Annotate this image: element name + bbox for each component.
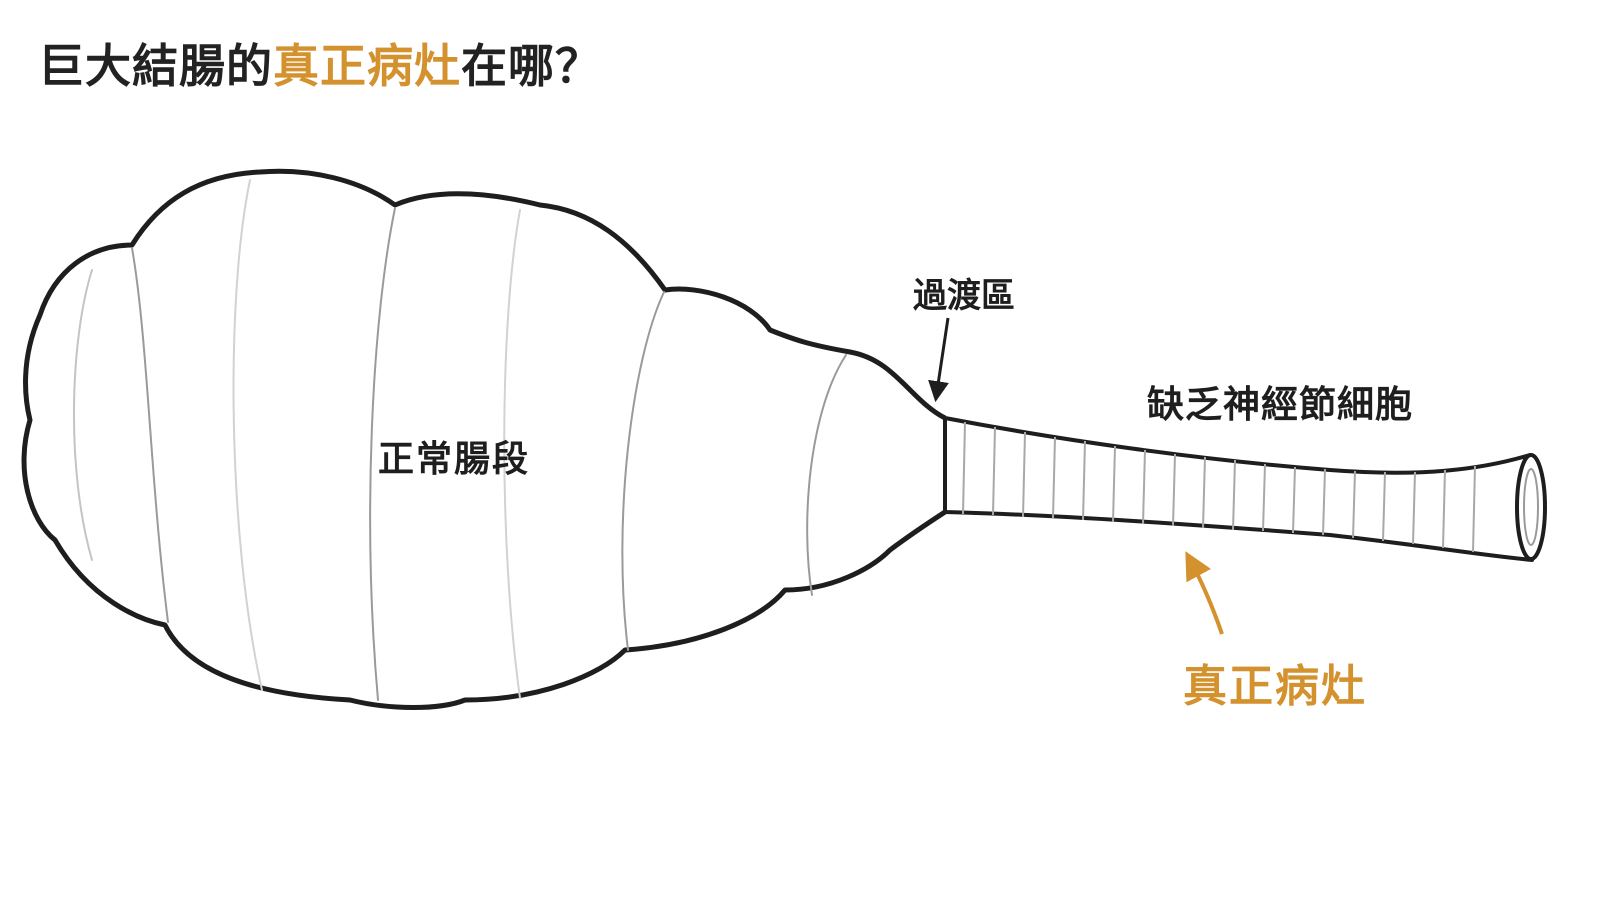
normal-segment-label: 正常腸段 [378,439,531,480]
dilated-colon-outline [21,168,947,710]
aganglionic-segment-label: 缺乏神經節細胞 [1147,383,1413,426]
transition-zone-arrow [928,317,950,403]
page-title: 巨大結腸的真正病灶在哪？ [38,30,602,96]
lesion-arrow [1185,551,1224,635]
true-lesion-label: 真正病灶 [1183,661,1367,712]
segment-opening [1515,453,1547,561]
title-prefix: 巨大結腸的 [38,39,273,93]
narrow-segment [943,416,1547,562]
haustral-folds [73,179,847,701]
transition-zone-label: 過渡區 [913,276,1015,316]
title-highlight: 真正病灶 [273,39,461,93]
title-suffix: 在哪？ [461,39,602,93]
